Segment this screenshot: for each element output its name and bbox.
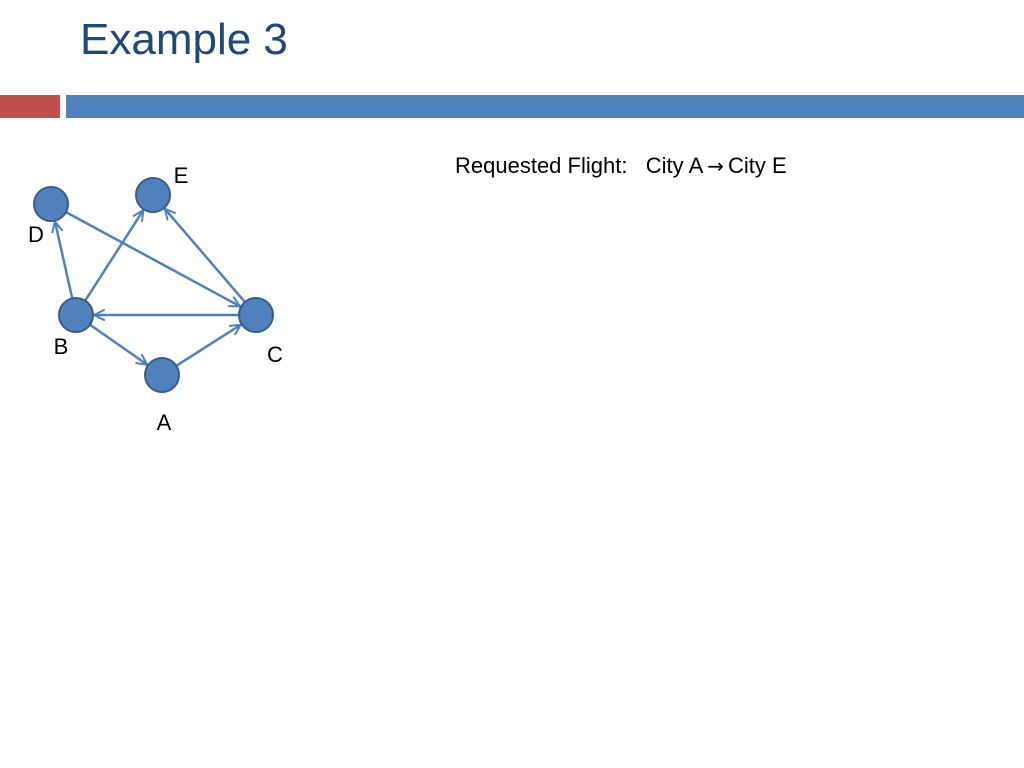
edge-c-to-e (163, 207, 246, 303)
node-label-d: D (28, 222, 44, 247)
accent-bar-red (0, 95, 60, 118)
node-label-a: A (157, 410, 172, 435)
requested-flight: Requested Flight: City A→City E (455, 152, 787, 180)
node-label-e: E (174, 163, 189, 188)
node-b (58, 297, 94, 333)
edge-b-to-d (51, 220, 74, 299)
node-c (238, 297, 274, 333)
edge-d-to-c (65, 210, 242, 308)
slide-title: Example 3 (80, 15, 288, 64)
edge-b-to-e (84, 209, 145, 302)
node-label-c: C (267, 342, 283, 367)
flight-graph: A B C D E (28, 163, 283, 435)
flight-origin: City A (645, 153, 704, 178)
node-d (33, 186, 69, 222)
flight-arrow-icon: → (707, 154, 725, 178)
flight-label: Requested Flight: (455, 153, 628, 178)
edge-a-to-c (175, 323, 242, 367)
flight-destination: City E (728, 153, 787, 178)
node-label-b: B (54, 334, 69, 359)
edge-b-to-a (89, 323, 149, 366)
accent-bar-blue (66, 95, 1024, 118)
node-e (135, 177, 171, 213)
node-a (144, 357, 180, 393)
